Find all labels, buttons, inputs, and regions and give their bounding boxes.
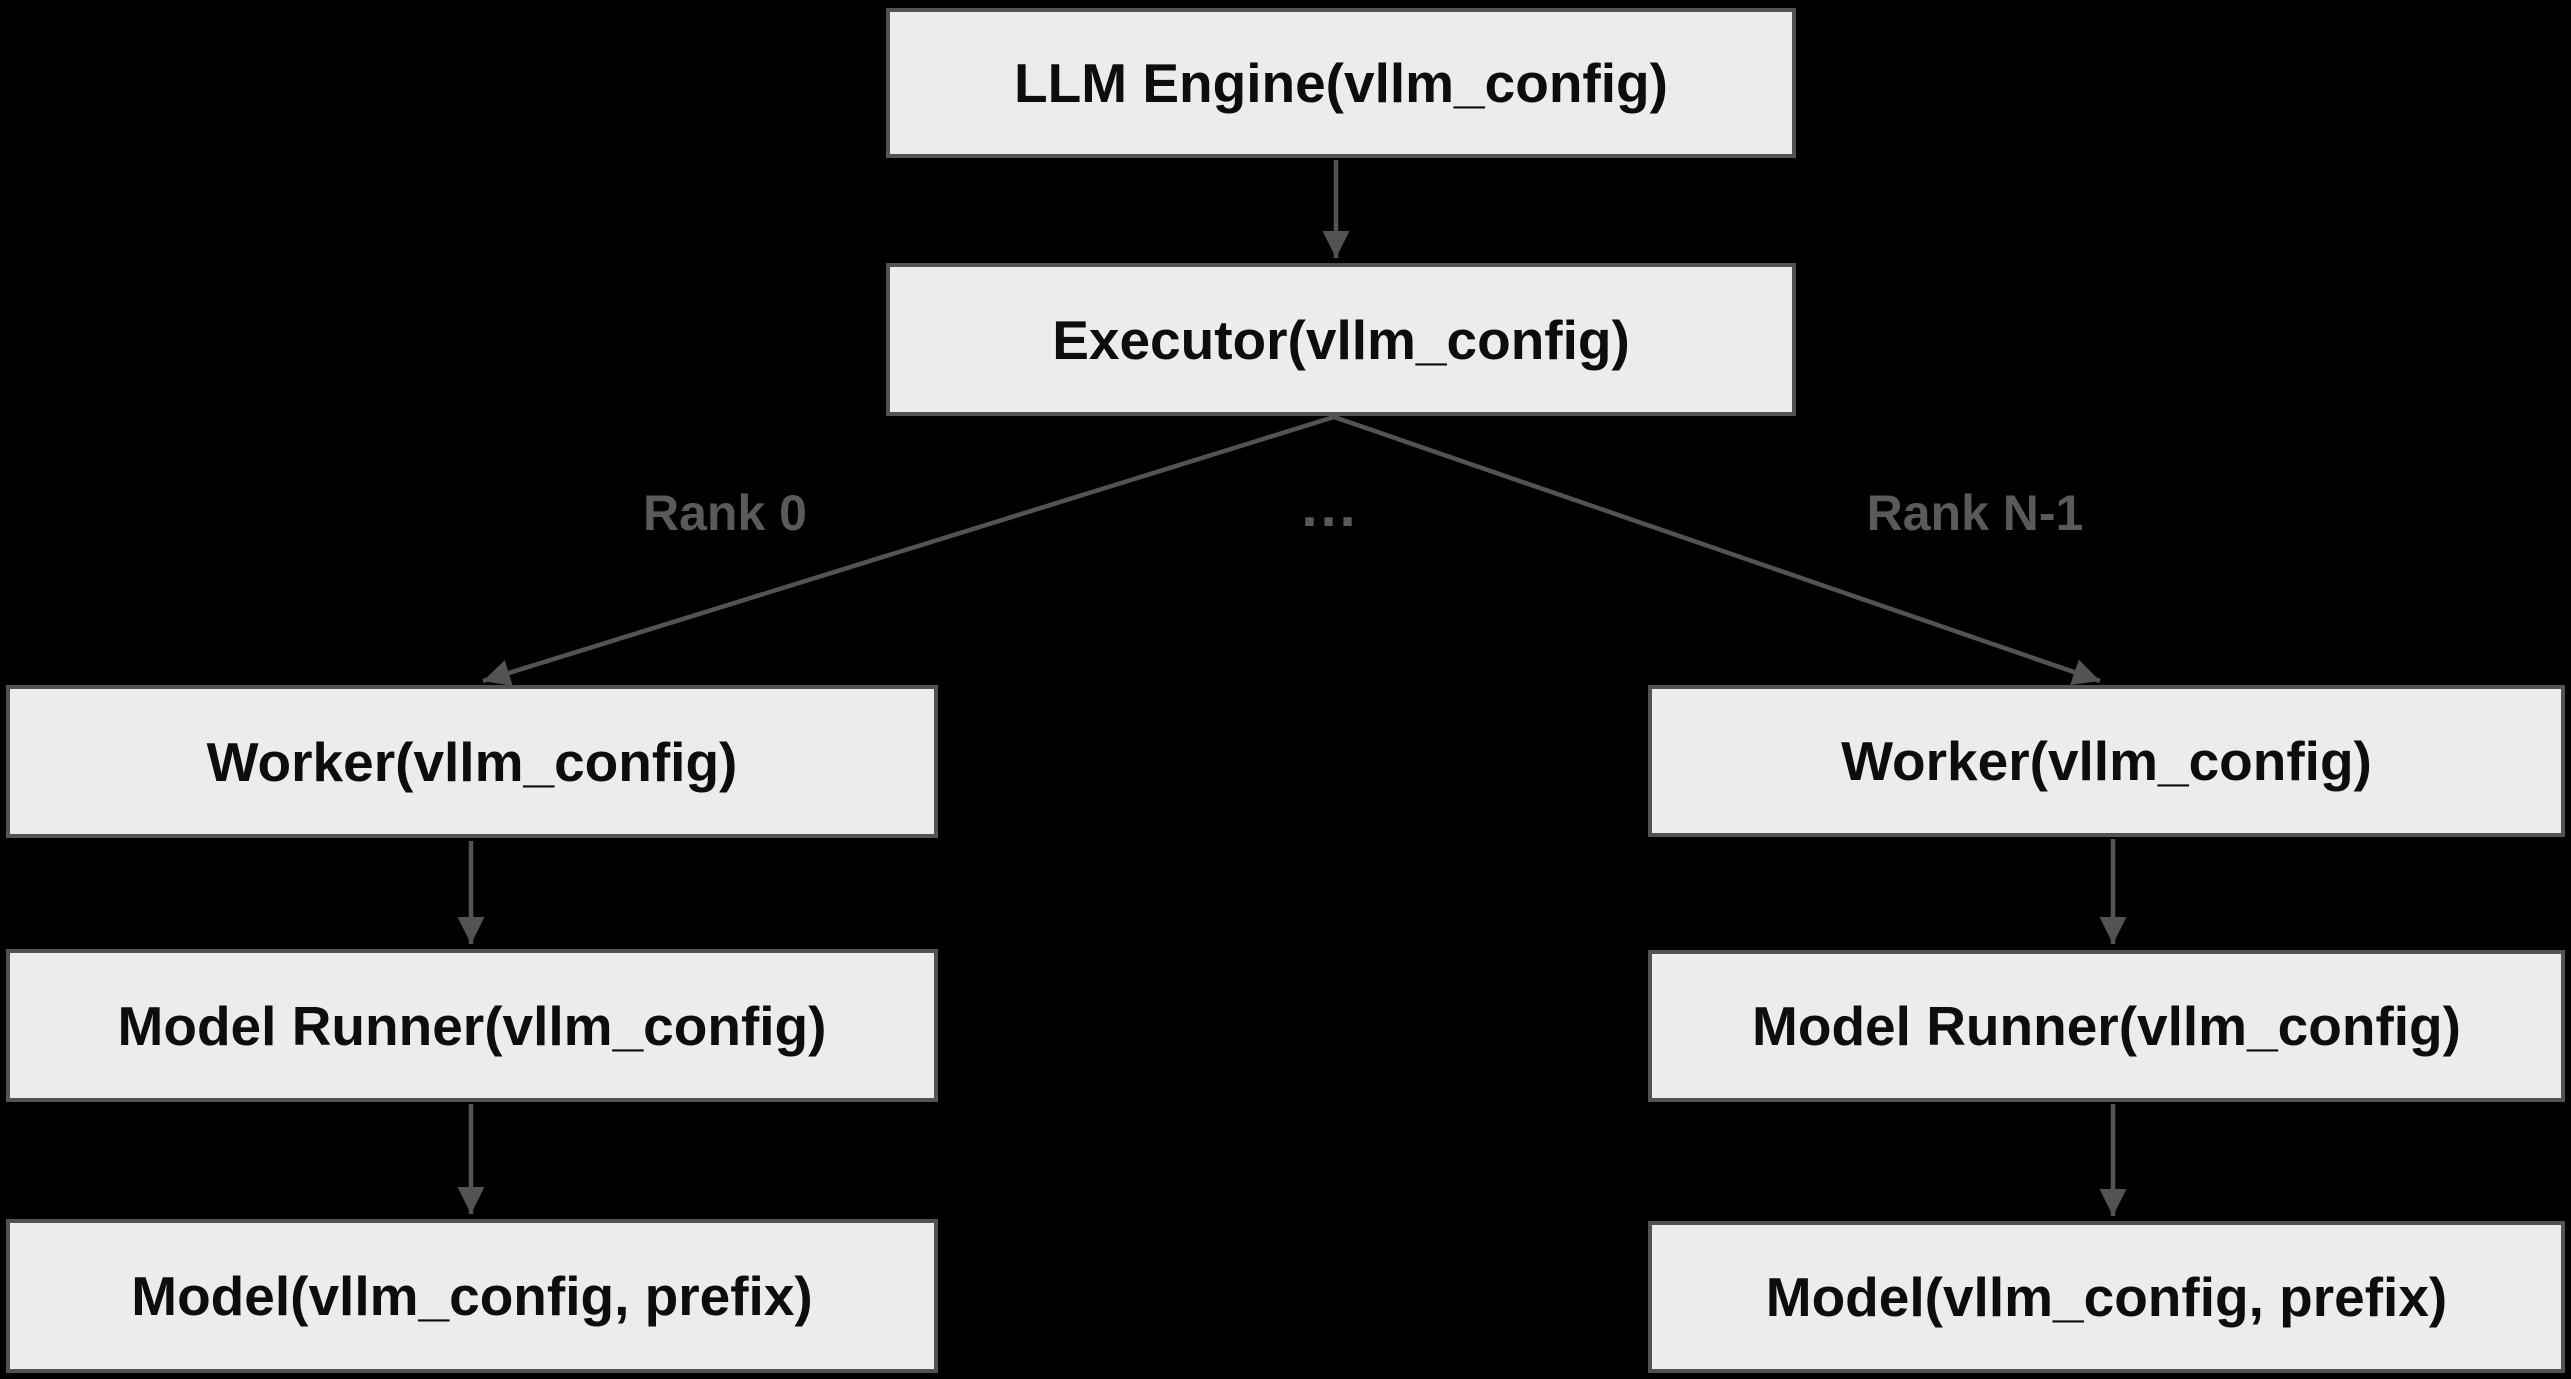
node-model-rank0-label: Model(vllm_config, prefix) <box>131 1265 813 1327</box>
node-llm-engine: LLM Engine(vllm_config) <box>886 8 1796 158</box>
node-worker-rankN: Worker(vllm_config) <box>1648 685 2565 837</box>
node-executor: Executor(vllm_config) <box>886 263 1796 416</box>
edge-executor-to-worker-right <box>1333 414 2101 685</box>
edge-label-rank-0-text: Rank 0 <box>643 485 807 541</box>
node-model-runner-rank0: Model Runner(vllm_config) <box>6 949 938 1102</box>
edge-executor-to-worker-left <box>482 414 1335 686</box>
edge-label-rank-0: Rank 0 <box>525 478 925 548</box>
node-llm-engine-label: LLM Engine(vllm_config) <box>1014 52 1668 114</box>
node-worker-rank0-label: Worker(vllm_config) <box>206 730 738 793</box>
node-model-rankN-label: Model(vllm_config, prefix) <box>1765 1266 2448 1328</box>
node-worker-rankN-label: Worker(vllm_config) <box>1841 730 2372 792</box>
node-model-runner-rankN: Model Runner(vllm_config) <box>1648 950 2565 1102</box>
node-executor-label: Executor(vllm_config) <box>1052 308 1630 371</box>
node-model-runner-rankN-label: Model Runner(vllm_config) <box>1752 995 2461 1057</box>
edge-label-rank-n-1: Rank N-1 <box>1775 478 2175 548</box>
node-worker-rank0: Worker(vllm_config) <box>6 685 938 838</box>
edge-label-ellipsis: ... <box>1230 455 1430 540</box>
edge-label-ellipsis-text: ... <box>1301 474 1359 539</box>
node-model-runner-rank0-label: Model Runner(vllm_config) <box>117 994 827 1057</box>
node-model-rank0: Model(vllm_config, prefix) <box>6 1219 938 1373</box>
edge-label-rank-n-1-text: Rank N-1 <box>1866 485 2084 541</box>
node-model-rankN: Model(vllm_config, prefix) <box>1648 1221 2565 1373</box>
